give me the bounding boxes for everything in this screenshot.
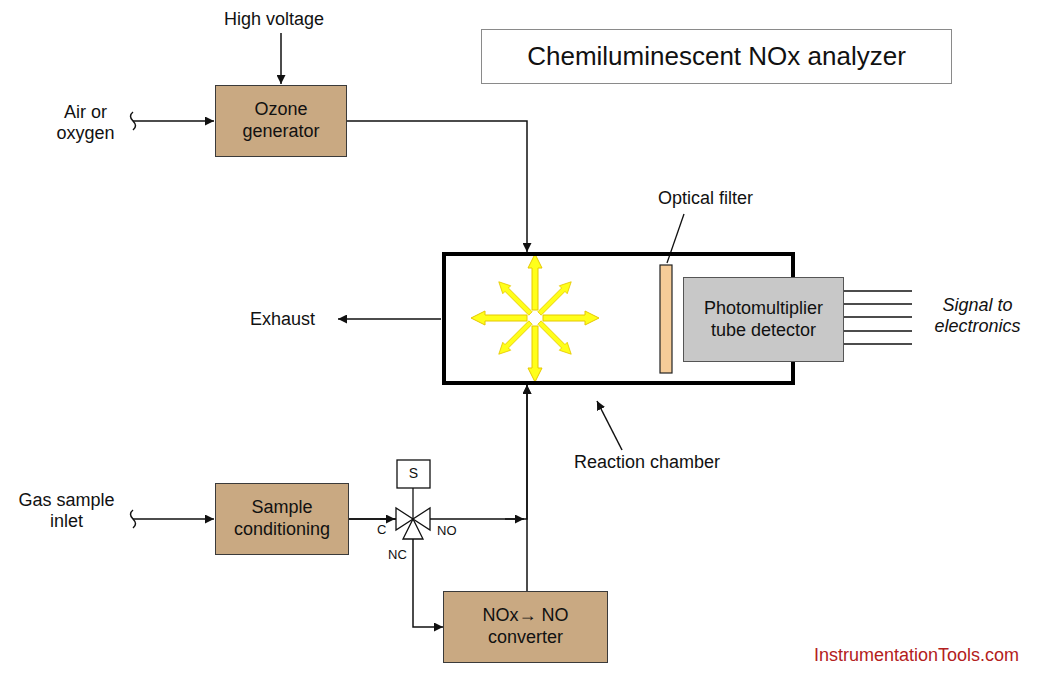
signal-label: Signal to electronics: [920, 295, 1035, 336]
pointer-arrow: [597, 401, 622, 450]
box-label: Sample conditioning: [223, 497, 341, 540]
air-arrow: [133, 120, 214, 122]
box-label: Photomultiplier tube detector: [691, 298, 836, 341]
box-label: NOx→ NO converter: [478, 605, 573, 648]
inlet-label: Air or oxygen: [38, 102, 133, 143]
outlet-label: Exhaust: [250, 309, 315, 330]
port-label: NC: [388, 548, 407, 563]
sample-arrow: [133, 518, 214, 520]
title-box: Chemiluminescent NOx analyzer: [481, 29, 952, 84]
hv-arrow: [280, 33, 282, 84]
process-box: Sample conditioning: [215, 483, 349, 555]
title-text: Chemiluminescent NOx analyzer: [527, 41, 906, 72]
process-box: NOx→ NO converter: [443, 591, 608, 663]
flow-line: [349, 519, 443, 627]
part-label: Optical filter: [658, 188, 753, 209]
valve-arrow: [380, 518, 395, 520]
watermark: InstrumentationTools.com: [814, 645, 1019, 666]
callout-label: Reaction chamber: [574, 452, 720, 474]
port-label: NO: [437, 524, 457, 539]
junction-arrow: [505, 518, 524, 520]
flow-line: [526, 385, 528, 591]
exhaust-arrow: [338, 318, 441, 320]
port-label: C: [377, 523, 386, 538]
flow-line: [347, 121, 527, 252]
box-label: Ozone generator: [226, 99, 336, 142]
three-way-valve: [396, 460, 430, 539]
optical-filter: [660, 265, 672, 373]
signal-label: High voltage: [224, 9, 324, 30]
detector-box: Photomultiplier tube detector: [683, 277, 844, 362]
reaction-chamber: Reaction chamberPhotomultiplier tube det…: [442, 252, 795, 385]
solenoid-label: S: [397, 465, 430, 481]
light-burst: [471, 254, 599, 382]
process-box: Ozone generator: [215, 85, 347, 157]
flow-line: [349, 385, 527, 519]
signal-wires: [840, 291, 912, 344]
inlet-label: Gas sample inlet: [4, 490, 129, 531]
